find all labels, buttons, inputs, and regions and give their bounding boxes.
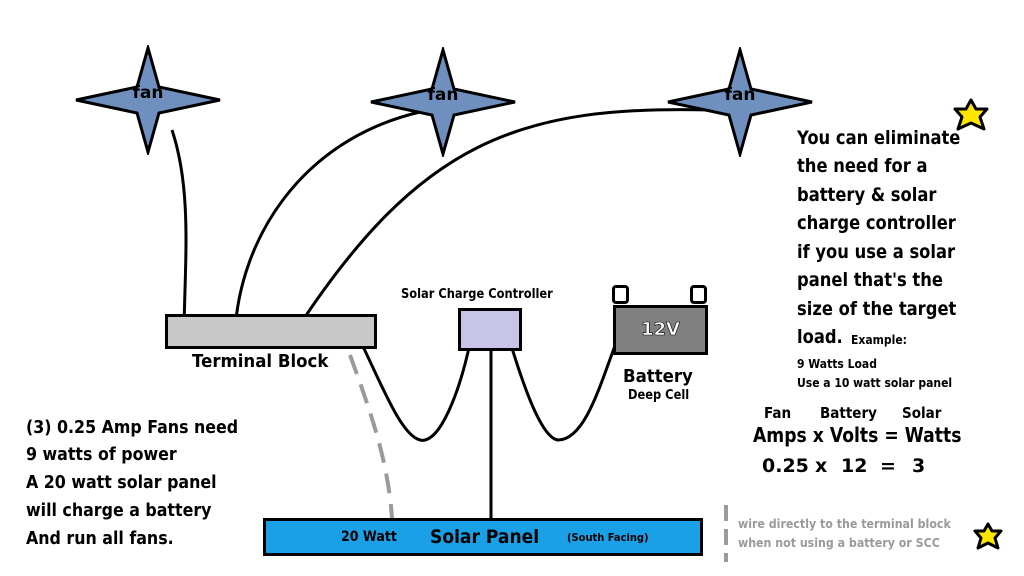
bypass-note-line: when not using a battery or SCC: [738, 536, 940, 550]
formula-value-volts: 12: [841, 455, 868, 477]
fan-label: fan: [132, 83, 164, 103]
wire-dashed-bypass: [348, 354, 394, 519]
star-icon: [973, 522, 1003, 550]
right-note-line: size of the target: [797, 298, 957, 320]
panel-watt: 20 Watt: [341, 529, 397, 545]
panel-note: (South Facing): [567, 531, 649, 544]
formula-header-battery: Battery: [820, 404, 877, 422]
example-label: Example:: [851, 333, 907, 347]
fan-3: fan: [665, 47, 815, 157]
formula-equation: Amps x Volts = Watts: [753, 423, 962, 447]
fan-star-icon: [75, 45, 221, 155]
fan-2: fan: [368, 47, 518, 157]
left-note-line: will charge a battery: [26, 500, 212, 521]
panel-title: Solar Panel: [430, 526, 540, 548]
formula-header-solar: Solar: [902, 404, 942, 422]
right-note-line: panel that's the: [797, 269, 943, 291]
right-note-line: You can eliminate: [797, 127, 961, 149]
terminal-block-label: Terminal Block: [192, 351, 329, 372]
formula-value-equals: =: [880, 455, 896, 477]
fan-star-icon: [370, 47, 516, 157]
wire-scc-battery: [506, 334, 618, 442]
left-note-line: (3) 0.25 Amp Fans need: [26, 417, 239, 438]
wire-terminal-scc: [353, 329, 472, 442]
formula-value-times: x: [815, 455, 828, 477]
left-note-line: 9 watts of power: [26, 444, 177, 465]
left-note-line: And run all fans.: [26, 528, 174, 549]
right-note-line: battery & solar: [797, 184, 937, 206]
fan-label: fan: [427, 85, 459, 105]
battery-subtitle: Deep Cell: [628, 388, 690, 403]
battery-voltage: 12V: [641, 319, 681, 341]
right-note-line: if you use a solar: [797, 241, 956, 263]
fan-label: fan: [724, 85, 756, 105]
left-note-line: A 20 watt solar panel: [26, 472, 217, 493]
bypass-note-line: wire directly to the terminal block: [738, 517, 951, 531]
solar-panel: 20 Watt Solar Panel (South Facing): [263, 518, 703, 556]
example-line: 9 Watts Load: [797, 357, 877, 371]
terminal-block: [165, 314, 377, 349]
right-note-line: the need for a: [797, 155, 928, 177]
wire-fan3-terminal: [293, 108, 713, 333]
formula-value-amps: 0.25: [762, 455, 809, 477]
fan-1: fan: [73, 45, 223, 155]
battery-terminal-left: [612, 285, 629, 304]
star-icon: [953, 98, 989, 131]
example-line: Use a 10 watt solar panel: [797, 376, 953, 390]
right-note-line: charge controller: [797, 212, 956, 234]
formula-header-fan: Fan: [764, 404, 792, 422]
wire-fan2-terminal: [233, 110, 421, 333]
scc-label: Solar Charge Controller: [401, 287, 553, 302]
fan-star-icon: [667, 47, 813, 157]
formula-value-watts: 3: [912, 455, 926, 477]
battery-terminal-right: [690, 285, 707, 304]
battery-title: Battery: [623, 366, 693, 387]
battery: 12V: [613, 305, 708, 355]
right-note-line: load.: [797, 326, 843, 348]
wire-fan1-terminal: [170, 129, 188, 331]
solar-charge-controller: [458, 308, 522, 351]
